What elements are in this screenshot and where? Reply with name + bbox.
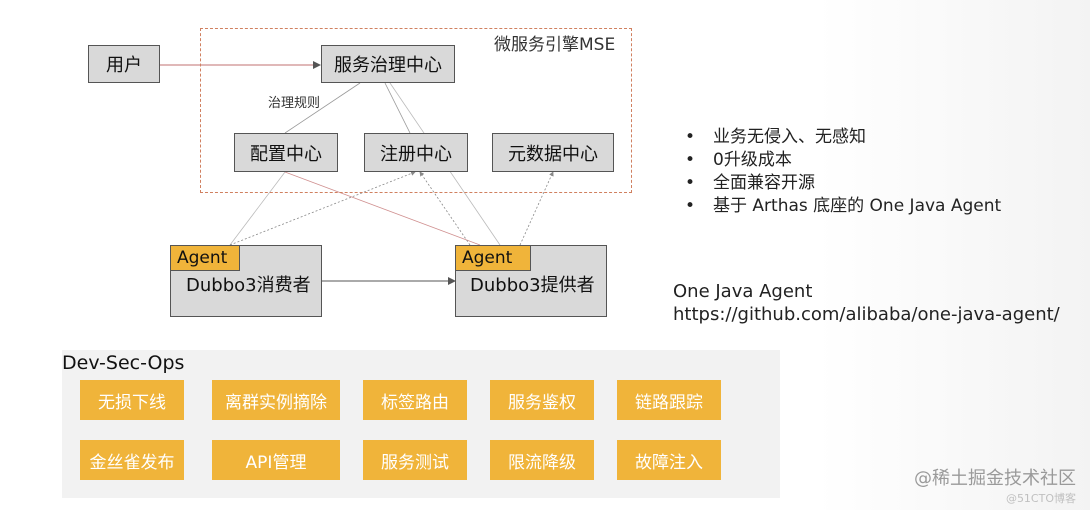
config-center-box: 配置中心 — [234, 133, 338, 172]
devsecops-tag: 链路跟踪 — [617, 380, 721, 420]
watermark-main: @稀土掘金技术社区 — [914, 468, 1076, 489]
provider-agent-tag: Agent — [455, 245, 531, 271]
devsecops-tag: 限流降级 — [490, 440, 594, 480]
feature-list: 业务无侵入、无感知 0升级成本 全面兼容开源 基于 Arthas 底座的 One… — [685, 126, 1001, 218]
devsecops-tag: 离群实例摘除 — [212, 380, 340, 420]
user-box: 用户 — [88, 45, 160, 83]
mse-region — [200, 28, 632, 193]
governance-center-box: 服务治理中心 — [321, 45, 455, 83]
metadata-center-label: 元数据中心 — [508, 143, 598, 165]
devsecops-tag: 故障注入 — [617, 440, 721, 480]
provider-label: Dubbo3提供者 — [470, 275, 595, 296]
consumer-agent-label: Agent — [177, 248, 228, 268]
line-governance-to-config — [284, 82, 361, 134]
devsecops-tag: 金丝雀发布 — [80, 440, 184, 480]
feature-item: 业务无侵入、无感知 — [685, 126, 1001, 149]
line-consumer-to-config — [229, 171, 286, 246]
devsecops-tag: 服务鉴权 — [490, 380, 594, 420]
line-governance-to-registry — [384, 82, 411, 134]
mse-label: 微服务引擎MSE — [494, 35, 616, 55]
one-java-agent-url[interactable]: https://github.com/alibaba/one-java-agen… — [673, 304, 1060, 325]
one-java-agent-title: One Java Agent — [673, 281, 813, 302]
consumer-agent-tag: Agent — [170, 245, 240, 271]
governance-center-label: 服务治理中心 — [334, 55, 442, 76]
devsecops-title: Dev-Sec-Ops — [62, 352, 185, 374]
devsecops-tag: 无损下线 — [80, 380, 184, 420]
feature-item: 基于 Arthas 底座的 One Java Agent — [685, 195, 1001, 218]
devsecops-tag: API管理 — [212, 440, 340, 480]
line-provider-to-metadata — [519, 171, 554, 246]
line-provider-to-registry — [419, 171, 471, 246]
consumer-label: Dubbo3消费者 — [186, 275, 311, 296]
metadata-center-box: 元数据中心 — [492, 133, 614, 172]
watermark-sub: @51CTO博客 — [1005, 492, 1076, 505]
devsecops-tag: 服务测试 — [363, 440, 467, 480]
user-label: 用户 — [106, 55, 142, 76]
governance-rules-label: 治理规则 — [268, 96, 321, 111]
provider-agent-label: Agent — [462, 248, 513, 268]
registry-center-label: 注册中心 — [380, 143, 452, 165]
one-java-agent-block: One Java Agent https://github.com/alibab… — [673, 280, 1060, 326]
line-config-to-provider — [284, 171, 481, 246]
registry-center-box: 注册中心 — [364, 133, 468, 172]
line-consumer-to-registry — [229, 171, 416, 246]
config-center-label: 配置中心 — [250, 143, 322, 165]
feature-item: 0升级成本 — [685, 149, 1001, 172]
feature-item: 全面兼容开源 — [685, 172, 1001, 195]
devsecops-tag: 标签路由 — [363, 380, 467, 420]
